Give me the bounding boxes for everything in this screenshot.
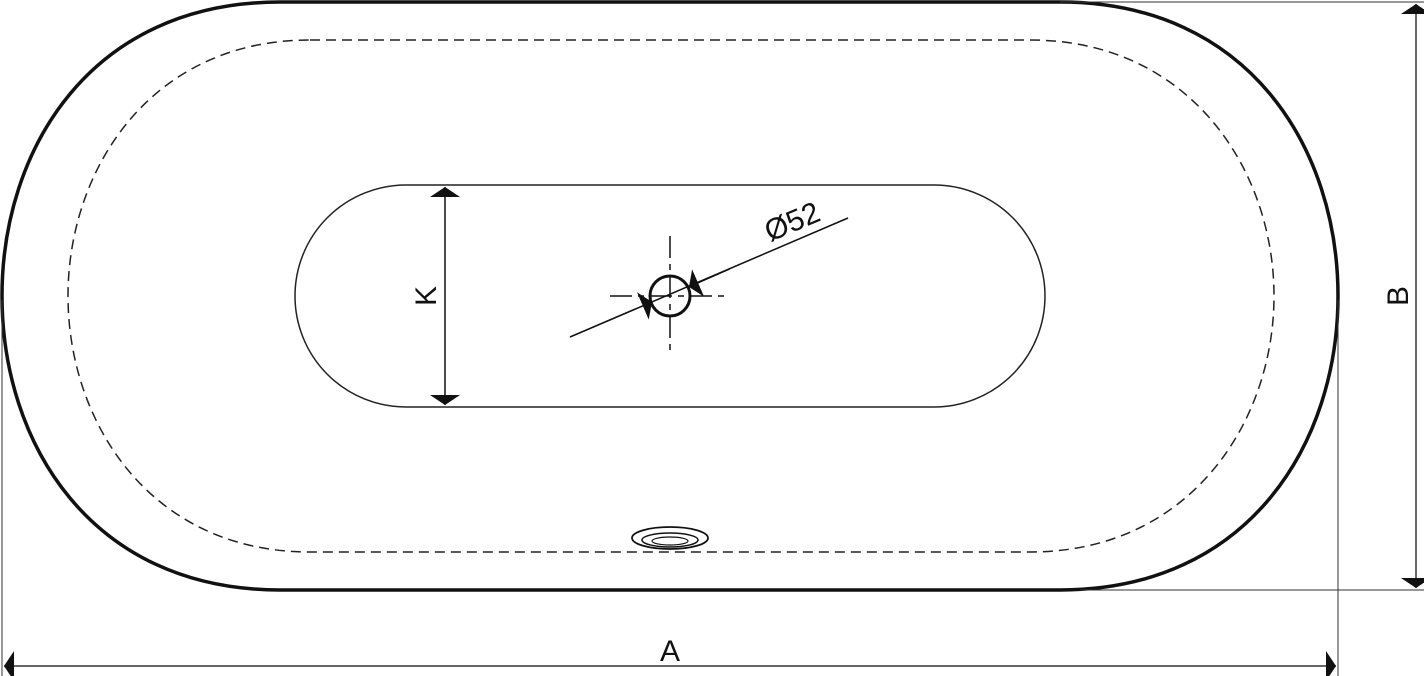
drain-diameter-label: Ø52	[760, 196, 825, 249]
dimension-a-label: A	[660, 635, 680, 668]
dimension-b-label: B	[1382, 286, 1415, 306]
drain-arrow-right	[688, 268, 731, 297]
drain-icon	[610, 236, 730, 356]
dimension-k-label: K	[410, 286, 443, 306]
tub-bottom-outline	[294, 184, 1046, 408]
overflow-icon	[631, 526, 709, 550]
drain-arrow-left	[609, 292, 653, 321]
tub-inner-edge-dashed	[67, 39, 1275, 553]
tub-outer-rim	[0, 0, 1340, 592]
